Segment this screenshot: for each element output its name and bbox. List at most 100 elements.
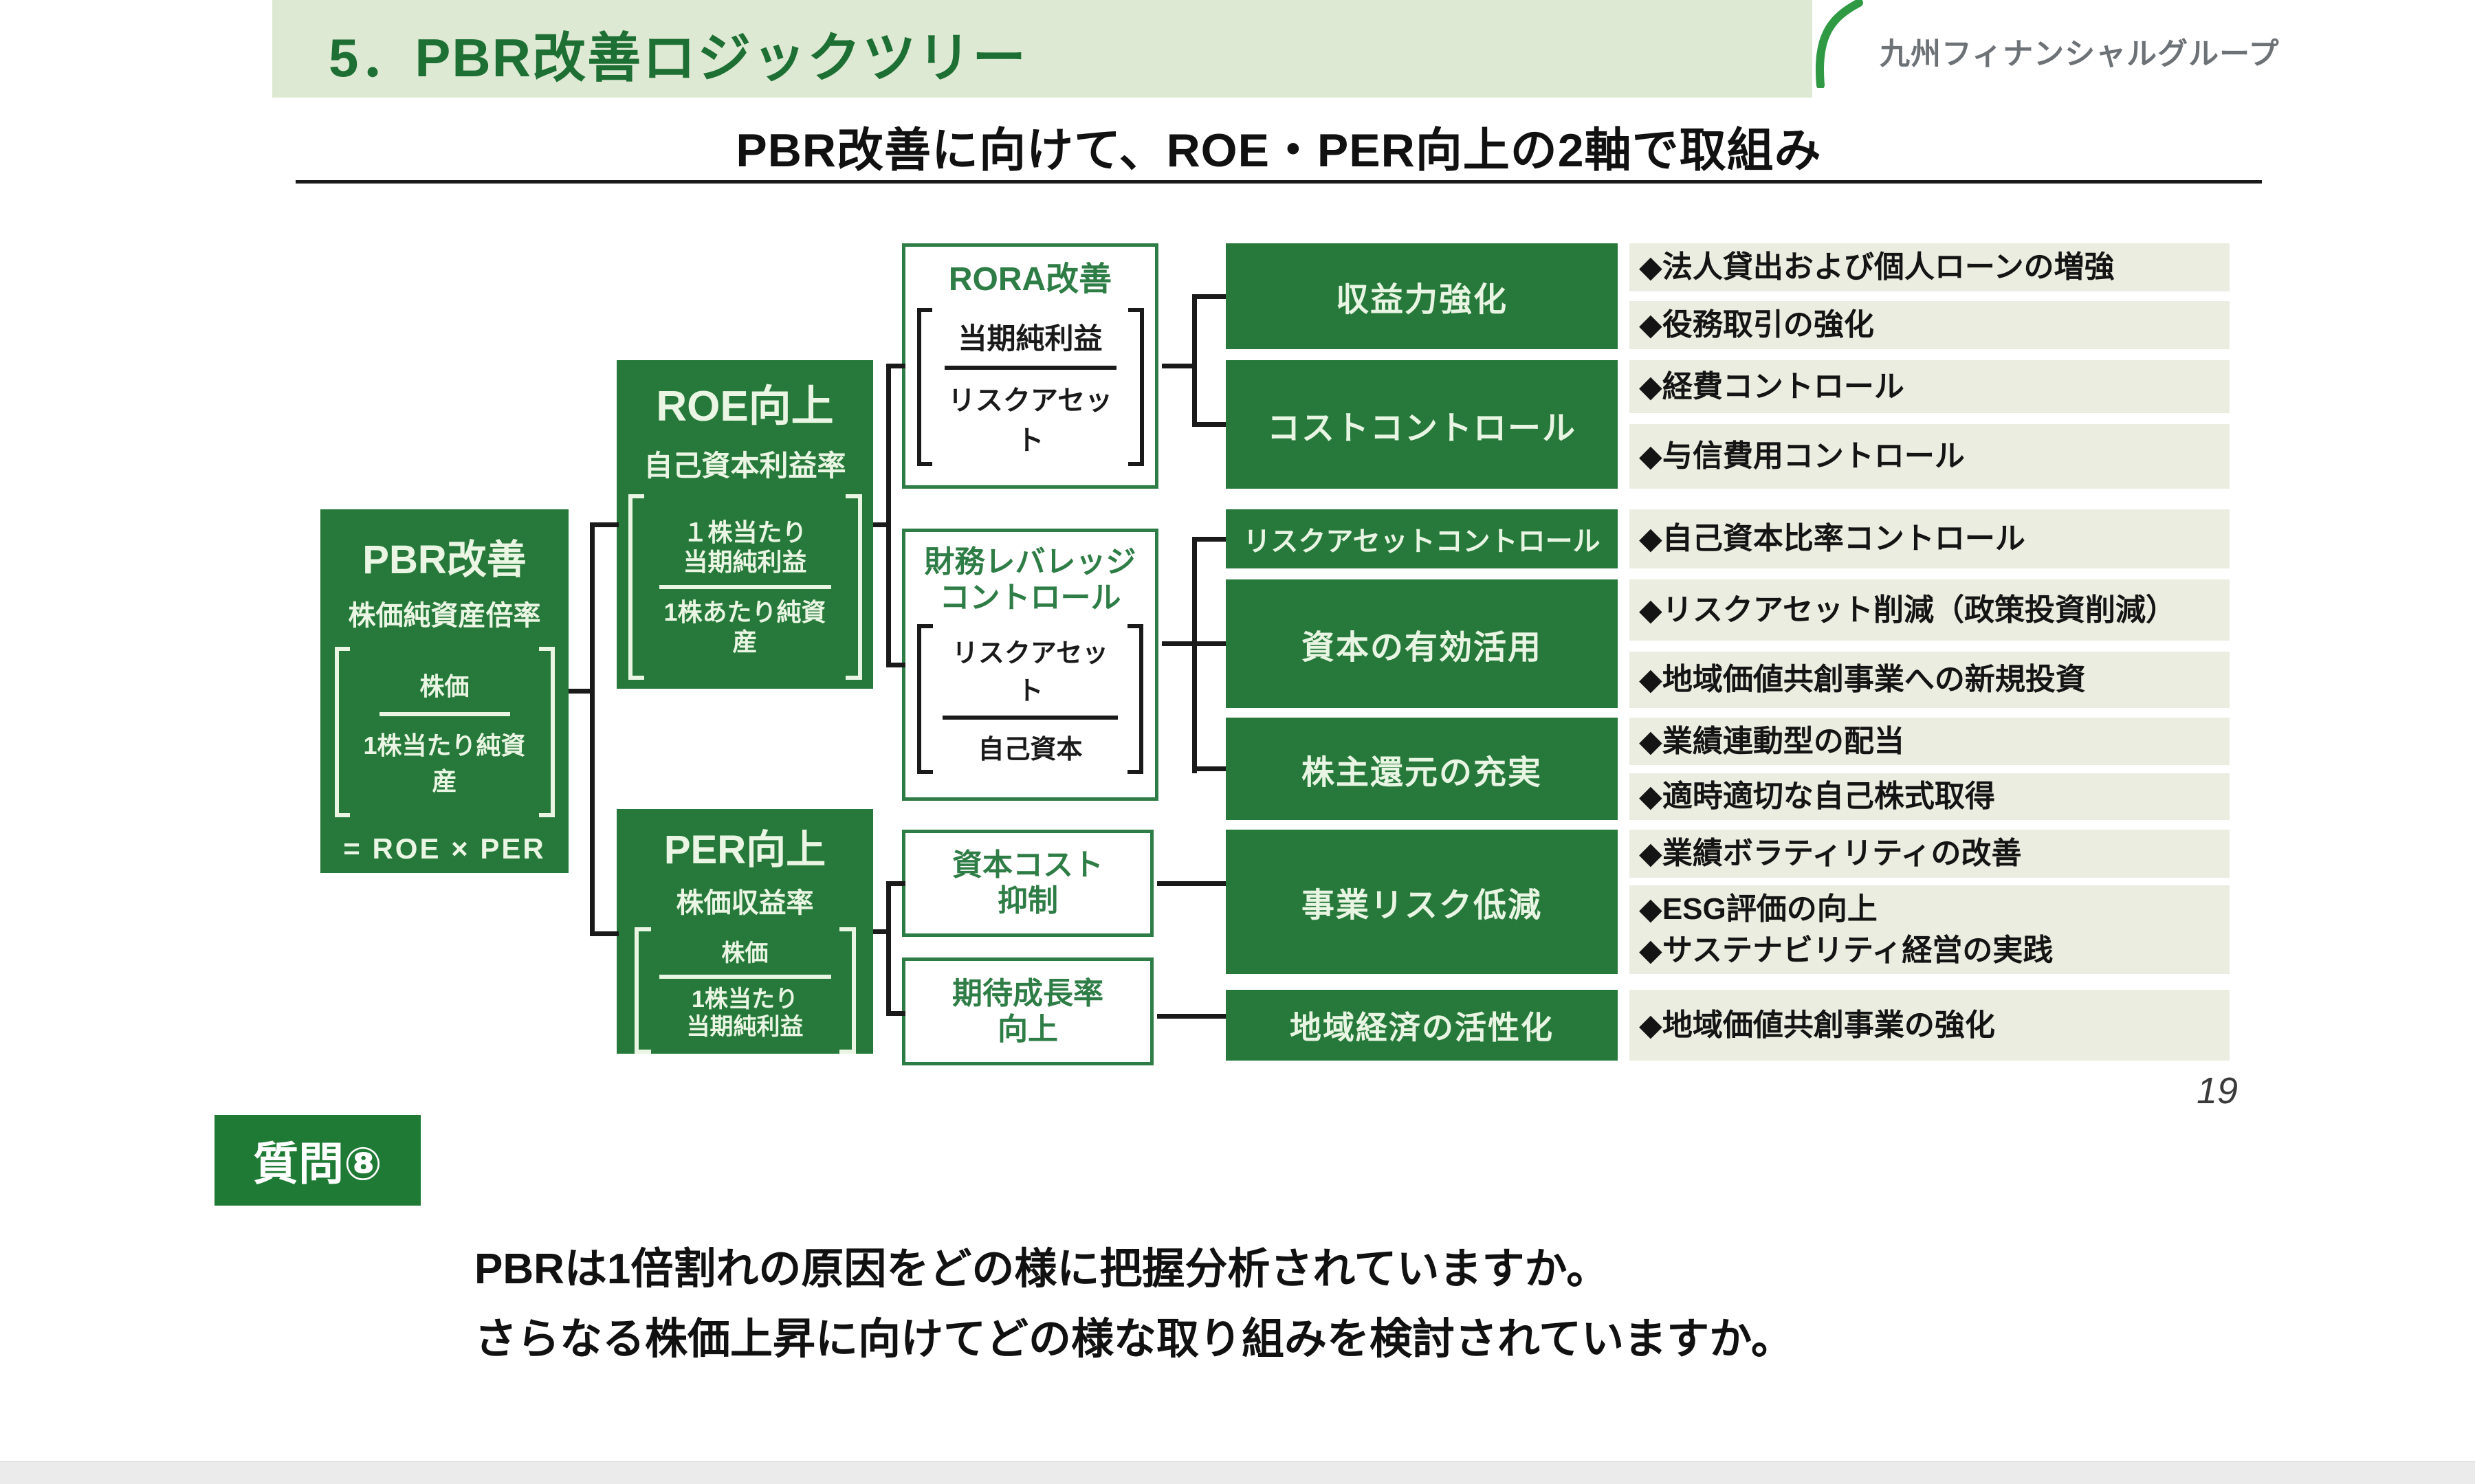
connector-per-vertical bbox=[886, 881, 891, 1016]
capital-cost-line1: 資本コスト bbox=[952, 848, 1103, 883]
bracket-left bbox=[916, 307, 933, 466]
roe-fraction-denominator: 1株あたり純資産 bbox=[663, 598, 826, 656]
question-line2: さらなる株価上昇に向けてどの様な取り組みを検討されていますか。 bbox=[474, 1316, 1794, 1363]
roe-fraction: １株当たり 当期純利益 1株あたり純資産 bbox=[628, 494, 862, 680]
category-risk-asset-control: リスクアセットコントロール bbox=[1226, 509, 1618, 568]
category-capital-utilization: 資本の有効活用 bbox=[1226, 579, 1618, 708]
fraction-bar bbox=[944, 366, 1116, 370]
bullet-strip: ◆経費コントロール bbox=[1629, 360, 2230, 413]
connector-roe-to-rora bbox=[886, 364, 905, 368]
bullet-text: ◆地域価値共創事業の強化 bbox=[1639, 1008, 1995, 1042]
connector-roe-vertical bbox=[886, 364, 891, 667]
connector-leverage-vertical bbox=[1192, 537, 1197, 773]
bullet-text: ◆業績連動型の配当 bbox=[1639, 724, 1904, 758]
category-business-risk: 事業リスク低減 bbox=[1226, 830, 1618, 974]
question-label: 質問⑧ bbox=[253, 1138, 382, 1189]
bullet-strip: ◆リスクアセット削減（政策投資削減） bbox=[1629, 579, 2230, 641]
connector-roe-to-leverage bbox=[886, 663, 905, 667]
bullet-text: ◆役務取引の強化 bbox=[1639, 308, 1874, 342]
bracket-right bbox=[1127, 623, 1144, 774]
connector-capital-cost-to-business-risk bbox=[1157, 881, 1226, 886]
leverage-fraction-denominator: 自己資本 bbox=[978, 735, 1083, 765]
pbr-fraction: 株価 1株当たり純資産 bbox=[334, 647, 555, 817]
bullet-strip: ◆適時適切な自己株式取得 bbox=[1629, 773, 2230, 820]
connector-rora-to-profitability bbox=[1192, 294, 1226, 299]
rora-box: RORA改善 当期純利益 リスクアセット bbox=[902, 243, 1158, 489]
bracket-right bbox=[845, 494, 862, 680]
bullet-text: ◆与信費用コントロール bbox=[1639, 439, 1965, 474]
bullet-text: ◆適時適切な自己株式取得 bbox=[1639, 779, 1995, 814]
bullet-text: ◆ESG評価の向上 bbox=[1639, 892, 1878, 927]
roe-title: ROE向上 bbox=[656, 383, 834, 430]
bullet-text: ◆サステナビリティ経営の実践 bbox=[1639, 933, 2054, 967]
per-title: PER向上 bbox=[663, 828, 826, 872]
connector-rora-horizontal bbox=[1162, 364, 1196, 368]
bullet-text: ◆経費コントロール bbox=[1639, 369, 1904, 403]
connector-pbr-horizontal bbox=[569, 689, 592, 694]
fraction-bar bbox=[659, 585, 831, 589]
connector-roe-horizontal bbox=[873, 522, 891, 527]
logo-swoosh-icon bbox=[1816, 0, 1863, 88]
category-cost-control: コストコントロール bbox=[1226, 360, 1618, 489]
connector-per-to-growth bbox=[886, 1011, 905, 1016]
rora-fraction-denominator: リスクアセット bbox=[947, 386, 1113, 456]
bullet-strip: ◆与信費用コントロール bbox=[1629, 424, 2230, 489]
bracket-left bbox=[916, 623, 934, 774]
bullet-strip: ◆業績ボラティリティの改善 bbox=[1629, 830, 2230, 878]
bullet-text: ◆法人貸出および個人ローンの増強 bbox=[1639, 250, 2115, 285]
page-title: 5．PBR改善ロジックツリー bbox=[329, 27, 1028, 88]
connector-pbr-to-roe bbox=[590, 522, 619, 527]
leverage-fraction-numerator: リスクアセット bbox=[952, 639, 1109, 707]
per-box: PER向上 株価収益率 株価 1株当たり 当期純利益 bbox=[617, 809, 873, 1054]
bullet-text: ◆自己資本比率コントロール bbox=[1639, 522, 2025, 556]
question-text: PBRは1倍割れの原因をどの様に把握分析されていますか。 さらなる株価上昇に向け… bbox=[474, 1234, 1794, 1375]
question-line1: PBRは1倍割れの原因をどの様に把握分析されていますか。 bbox=[474, 1245, 1609, 1293]
bracket-right bbox=[839, 927, 856, 1054]
per-fraction-numerator: 株価 bbox=[721, 940, 769, 966]
bullet-strip: ◆自己資本比率コントロール bbox=[1629, 509, 2230, 568]
bracket-right bbox=[1128, 307, 1144, 466]
leverage-box: 財務レバレッジ コントロール リスクアセット 自己資本 bbox=[902, 529, 1158, 801]
bracket-left bbox=[334, 647, 351, 817]
header-band bbox=[272, 0, 1812, 98]
roe-box: ROE向上 自己資本利益率 １株当たり 当期純利益 1株あたり純資産 bbox=[617, 360, 873, 689]
roe-subtitle: 自己資本利益率 bbox=[644, 450, 846, 482]
connector-leverage-to-capital-utilization bbox=[1192, 641, 1226, 646]
roe-fraction-numerator-line2: 当期純利益 bbox=[683, 547, 807, 576]
rora-fraction: 当期純利益 リスクアセット bbox=[916, 307, 1144, 466]
question-label-box: 質問⑧ bbox=[214, 1115, 421, 1206]
rora-title: RORA改善 bbox=[948, 261, 1112, 298]
pbr-title: PBR改善 bbox=[362, 538, 527, 582]
capital-cost-box: 資本コスト 抑制 bbox=[902, 830, 1154, 937]
fraction-bar bbox=[942, 716, 1118, 720]
connector-rora-to-cost-control bbox=[1192, 422, 1226, 427]
category-profitability: 収益力強化 bbox=[1226, 243, 1618, 349]
per-fraction: 株価 1株当たり 当期純利益 bbox=[628, 927, 862, 1054]
connector-rora-vertical bbox=[1192, 294, 1197, 427]
leverage-title-line1: 財務レバレッジ bbox=[924, 545, 1136, 579]
category-shareholder-return: 株主還元の充実 bbox=[1226, 718, 1618, 820]
bullet-strip: ◆法人貸出および個人ローンの増強 bbox=[1629, 243, 2230, 291]
pbr-fraction-numerator: 株価 bbox=[419, 672, 470, 700]
connector-per-to-capital-cost bbox=[886, 881, 905, 886]
growth-box: 期待成長率 向上 bbox=[902, 957, 1154, 1065]
bullet-strip: ◆役務取引の強化 bbox=[1629, 301, 2230, 349]
bullet-text: ◆地域価値共創事業への新規投資 bbox=[1639, 663, 2086, 697]
rora-fraction-numerator: 当期純利益 bbox=[958, 322, 1103, 355]
connector-leverage-to-risk-asset bbox=[1192, 537, 1226, 542]
connector-leverage-horizontal bbox=[1162, 641, 1196, 646]
growth-line1: 期待成長率 bbox=[952, 976, 1103, 1010]
pbr-subtitle: 株価純資産倍率 bbox=[348, 601, 541, 631]
capital-cost-line2: 抑制 bbox=[998, 884, 1058, 918]
slide-subtitle: PBR改善に向けて、ROE・PER向上の2軸で取組み bbox=[736, 124, 1822, 177]
bullet-strip: ◆ESG評価の向上 ◆サステナビリティ経営の実践 bbox=[1629, 885, 2230, 974]
subtitle-rule bbox=[296, 180, 2262, 184]
fraction-bar bbox=[659, 974, 831, 979]
bullet-text: ◆リスクアセット削減（政策投資削減） bbox=[1639, 593, 2176, 627]
pbr-fraction-denominator: 1株当たり純資産 bbox=[363, 731, 526, 795]
bottom-strip bbox=[0, 1461, 2475, 1484]
connector-growth-to-regional bbox=[1157, 1014, 1226, 1019]
page-number: 19 bbox=[2197, 1070, 2238, 1111]
company-logo: 九州フィナンシャルグループ bbox=[1880, 37, 2280, 71]
